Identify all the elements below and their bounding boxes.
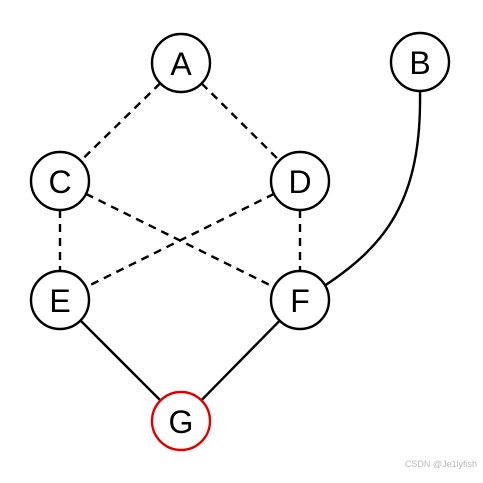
edge-e-g — [79, 319, 162, 402]
edge-f-g — [200, 319, 281, 402]
node-b-circle — [389, 31, 451, 93]
edge-a-d — [200, 82, 281, 162]
node-b-label: B — [409, 45, 430, 81]
edge-d-e — [85, 192, 275, 289]
node-f-label: F — [290, 283, 310, 319]
node-a-circle — [150, 32, 212, 94]
edge-b-f — [324, 90, 422, 287]
node-g-circle — [150, 390, 212, 452]
node-f: F — [269, 269, 331, 331]
watermark-text: CSDN @Je1lyfish — [404, 459, 477, 469]
node-b: B — [389, 31, 451, 93]
node-d-circle — [269, 150, 331, 212]
node-g: G — [150, 390, 212, 452]
edge-a-c — [79, 82, 162, 162]
node-d-label: D — [288, 164, 311, 200]
node-c-circle — [29, 150, 91, 212]
node-f-circle — [269, 269, 331, 331]
node-c-label: C — [48, 164, 71, 200]
node-a: A — [150, 32, 212, 94]
node-e: E — [29, 269, 91, 331]
node-a-label: A — [170, 46, 192, 82]
node-d: D — [269, 150, 331, 212]
edges-layer — [58, 82, 422, 402]
node-c: C — [29, 150, 91, 212]
nodes-layer: A B C D E F G — [29, 31, 451, 452]
node-g-label: G — [169, 404, 194, 440]
node-e-label: E — [49, 283, 70, 319]
node-e-circle — [29, 269, 91, 331]
